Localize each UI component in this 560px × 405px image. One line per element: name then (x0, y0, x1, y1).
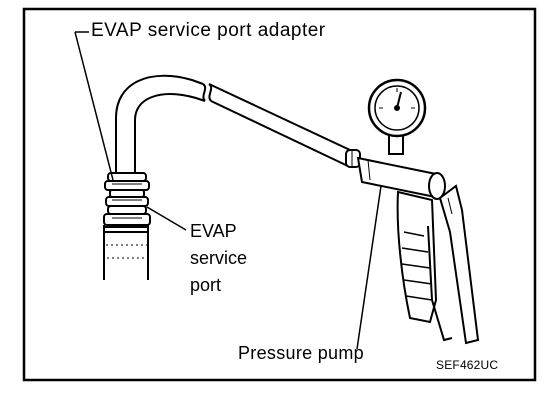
evap-service-port-adapter-label: EVAP service port adapter (91, 20, 326, 41)
leader-lines (74, 31, 382, 350)
hose (115, 74, 351, 173)
service-port-adapter (103, 172, 151, 226)
evap-service-port (103, 225, 149, 280)
pressure-gauge (367, 78, 427, 155)
pressure-pump (356, 156, 480, 345)
pressure-pump-label: Pressure pump (238, 343, 364, 363)
figure-code-label: SEF462UC (436, 358, 499, 372)
figure-border (22, 7, 537, 382)
evap-service-port-label: EVAP service port (190, 221, 248, 295)
